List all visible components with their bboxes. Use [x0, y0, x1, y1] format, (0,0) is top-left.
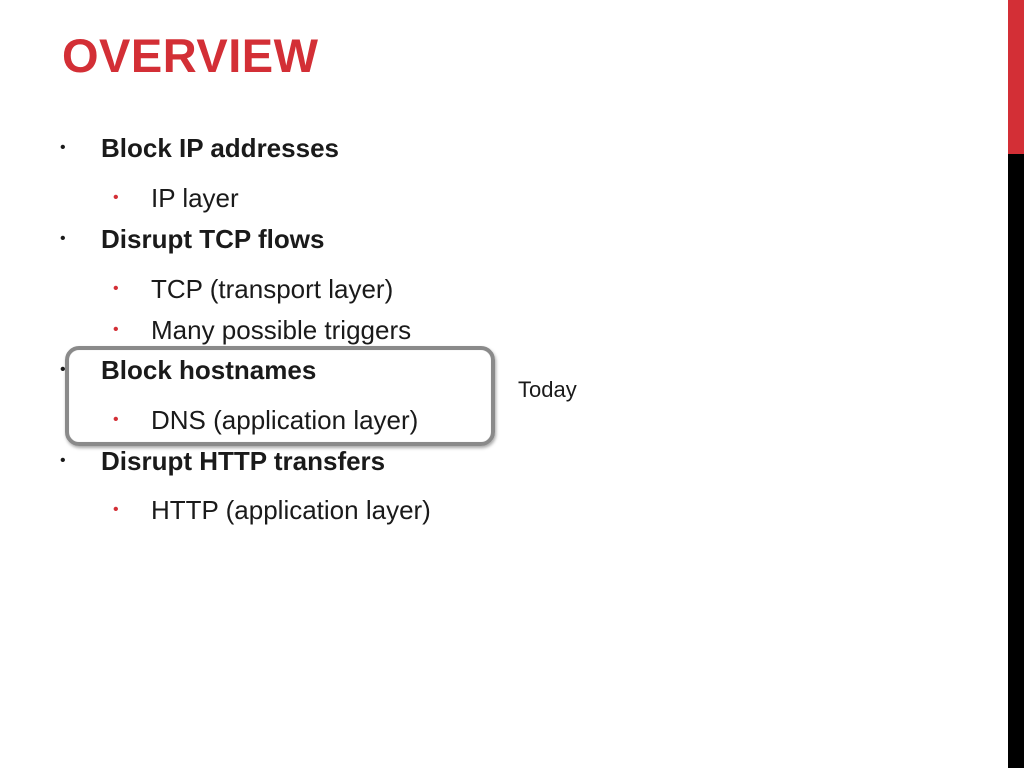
sub-bullet-text: TCP (transport layer) — [151, 274, 394, 304]
sub-bullet-marker: • — [113, 411, 119, 428]
sub-bullet-marker: • — [113, 321, 119, 338]
sub-bullet-marker: • — [113, 501, 119, 518]
bullet-marker: • — [60, 452, 66, 469]
sub-bullet-text: Many possible triggers — [151, 315, 412, 345]
bullet-marker: • — [60, 230, 66, 247]
bullet-text: Disrupt TCP flows — [101, 224, 325, 254]
sub-bullet-marker: • — [113, 189, 119, 206]
bullet-text: Block IP addresses — [101, 133, 339, 163]
sub-bullet-text: IP layer — [151, 183, 239, 213]
callout-label: Today — [518, 377, 577, 402]
bullet-text: Block hostnames — [101, 355, 317, 385]
highlight-box — [65, 346, 495, 446]
bullet-marker: • — [60, 361, 66, 378]
accent-bar-top — [1008, 0, 1024, 154]
bullet-text: Disrupt HTTP transfers — [101, 446, 386, 476]
sub-bullet-text: HTTP (application layer) — [151, 495, 431, 525]
slide-title: OVERVIEW — [62, 29, 319, 82]
accent-bar-bottom — [1008, 154, 1024, 768]
bullet-marker: • — [60, 139, 66, 156]
sub-bullet-marker: • — [113, 280, 119, 297]
sub-bullet-text: DNS (application layer) — [151, 405, 419, 435]
